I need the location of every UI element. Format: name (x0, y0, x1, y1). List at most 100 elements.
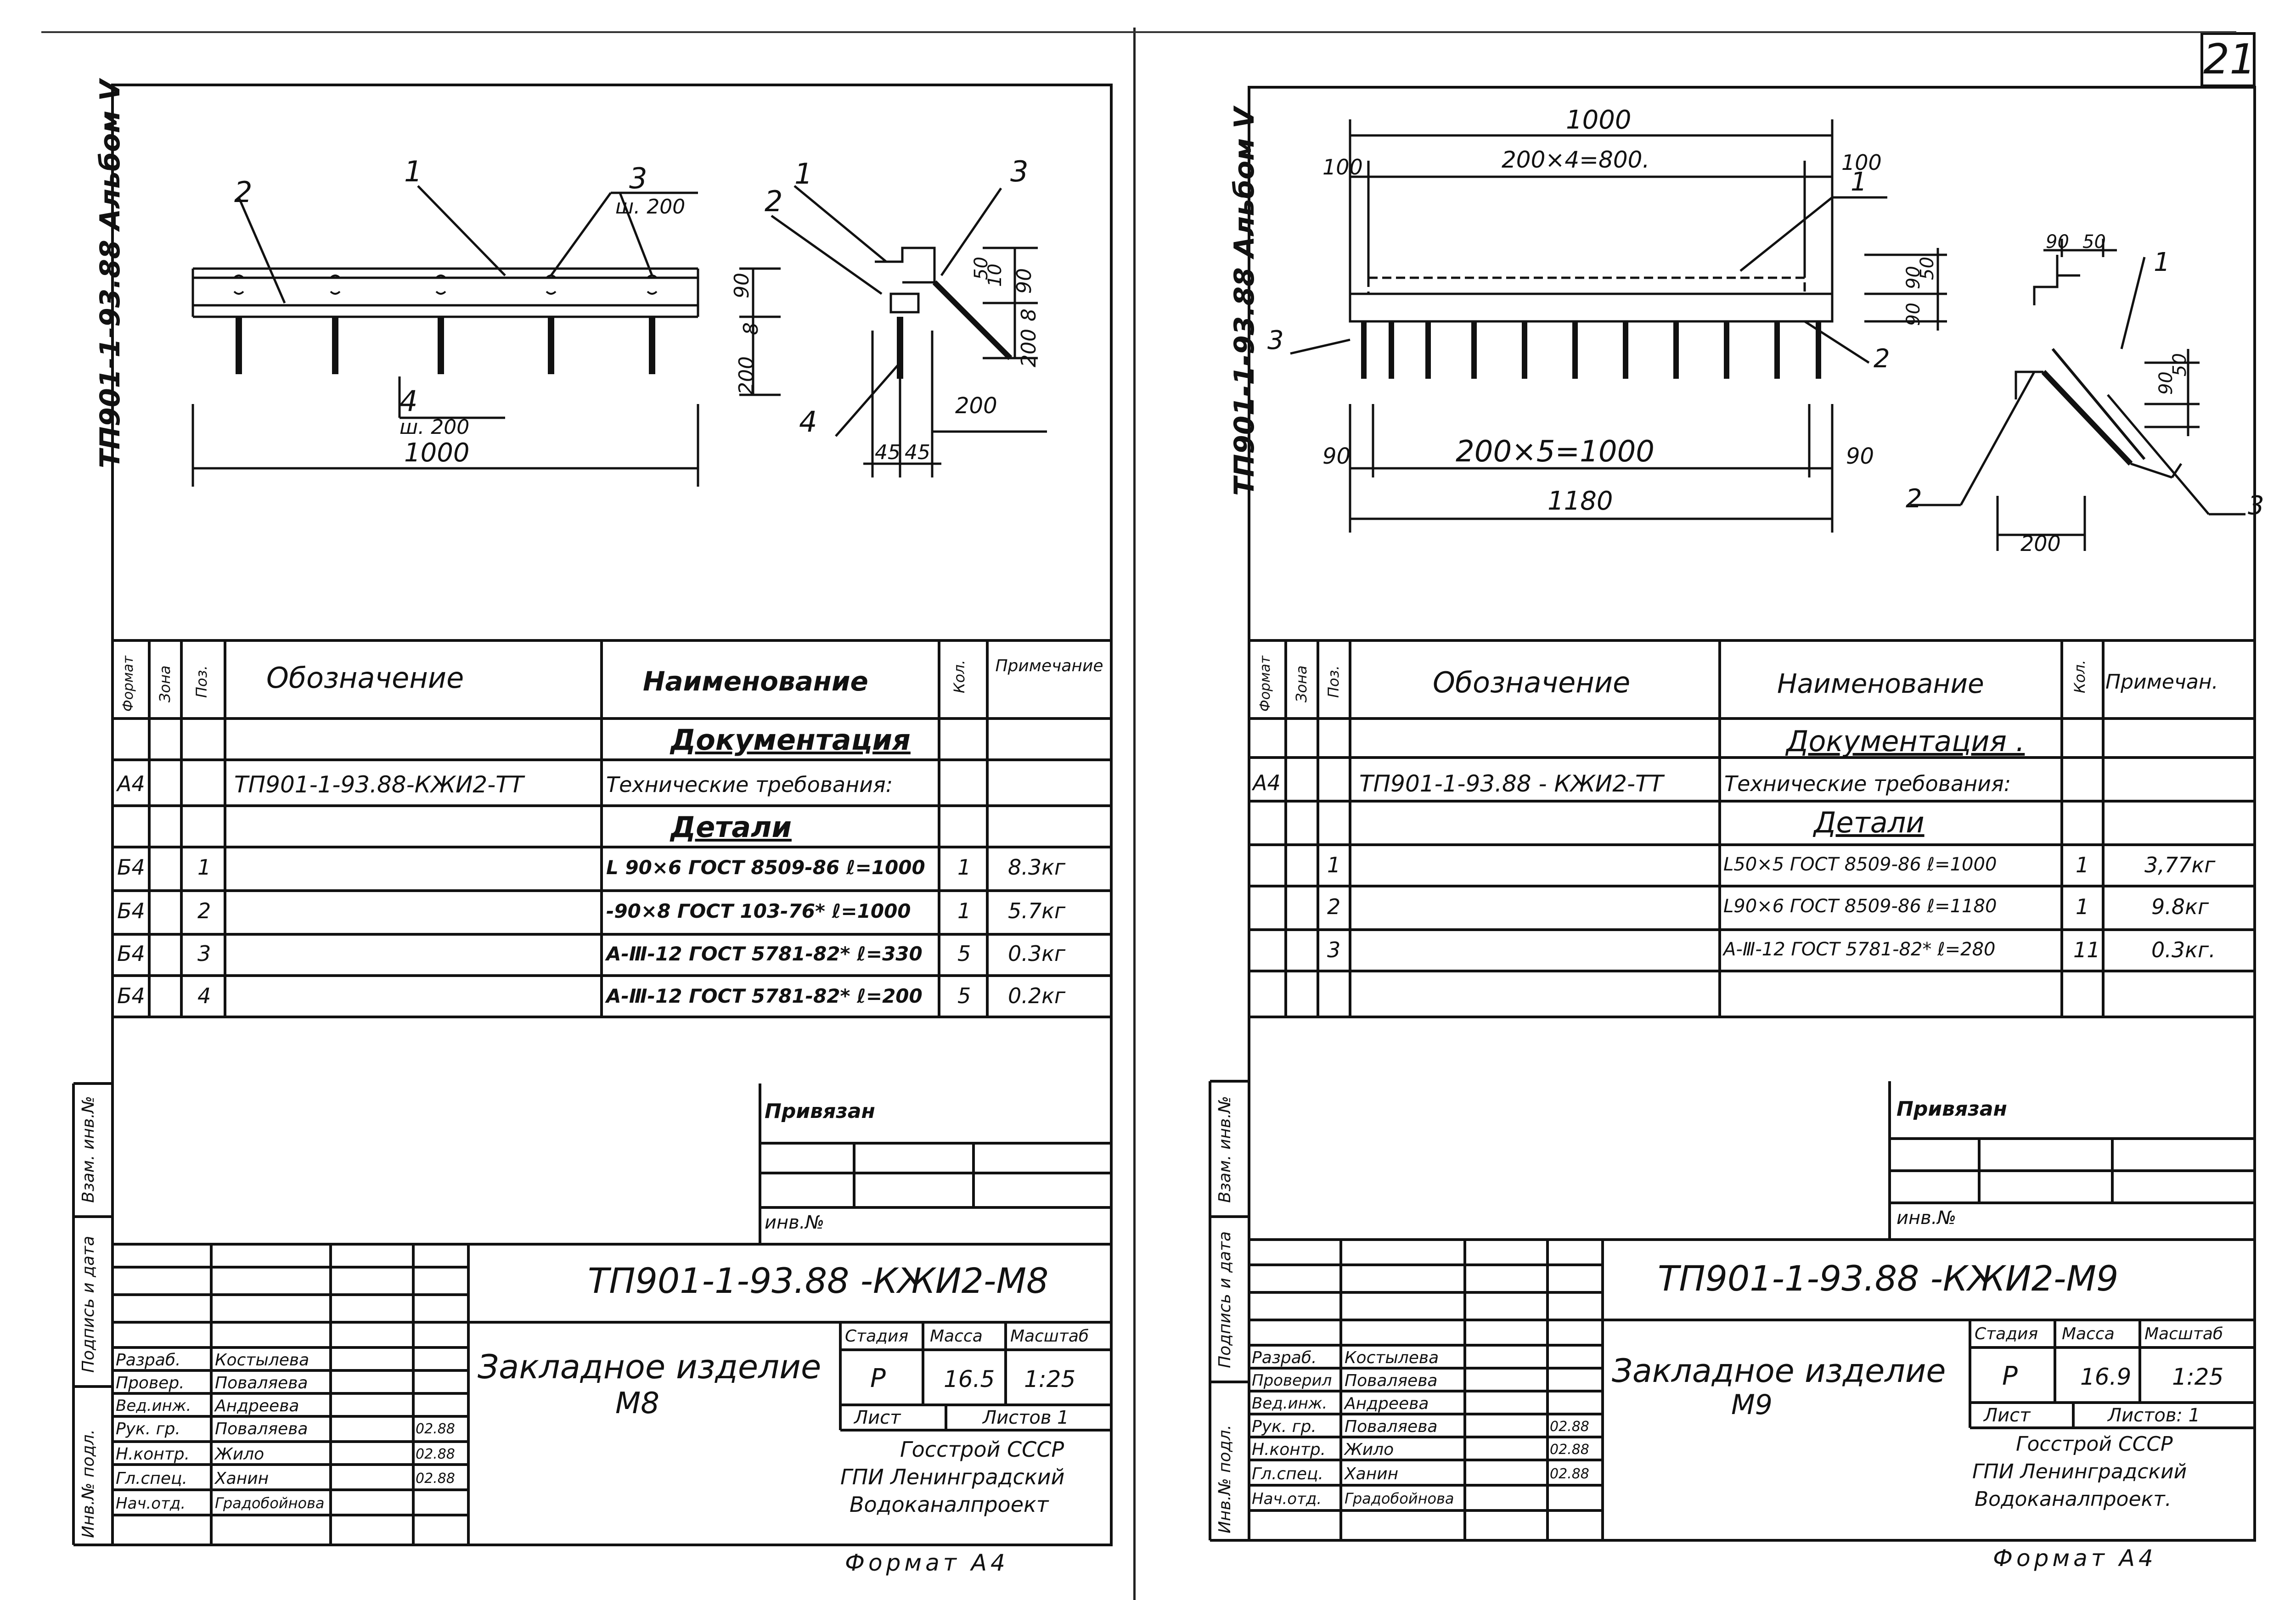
doc-code-m8: ТП901-1-93.88 -КЖИ2-М8 (588, 1260, 1049, 1301)
staff-role: Рук. гр. (116, 1420, 180, 1438)
row-name: А-Ⅲ-12 ГОСТ 5781-82* ℓ=280 (1723, 939, 1996, 960)
staff-role: Проверил (1252, 1371, 1332, 1390)
hdr-stage-m9: Стадия (1975, 1325, 2038, 1343)
col-header-designation: Обозначение (266, 661, 464, 695)
row-qty: 1 (2076, 894, 2089, 919)
row-name: А-Ⅲ-12 ГОСТ 5781-82* ℓ=330 (606, 943, 923, 965)
row-format: Б4 (117, 941, 145, 966)
staff-date: 02.88 (416, 1471, 455, 1487)
row-qty: 1 (2076, 853, 2089, 877)
binding-inv-m8: инв.№ (765, 1212, 825, 1233)
dim-m8-sh200-a: ш. 200 (615, 195, 685, 219)
staff-role: Нач.отд. (116, 1494, 186, 1513)
section-docs-m9: Документация . (1786, 724, 2025, 758)
doc-code-m9: ТП901-1-93.88 -КЖИ2-М9 (1658, 1258, 2119, 1299)
row-qty: 1 (957, 855, 971, 880)
doc-row-format: А4 (1253, 770, 1281, 795)
sheets-label-m9: Листов: 1 (2108, 1405, 2200, 1426)
col-header-name: Наименование (643, 666, 868, 697)
row-name: А-Ⅲ-12 ГОСТ 5781-82* ℓ=200 (606, 985, 923, 1007)
staff-name: Андреева (215, 1397, 299, 1415)
col-header-zone: Зона (156, 665, 174, 702)
staff-role: Н.контр. (116, 1445, 190, 1464)
hdr-scale-m9: Масштаб (2144, 1325, 2223, 1343)
format-label-m8: Формат А4 (845, 1549, 1009, 1576)
staff-date: 02.88 (416, 1446, 455, 1462)
side-label-orig-inv: Инв.№ подл. (79, 1429, 98, 1538)
mass-m8: 16.5 (944, 1366, 995, 1392)
dim-m9-90e: 90 (2046, 231, 2069, 253)
sheet-m9-frame: 1000 100 200×4=800. 100 1 3 2 90 50 90 9… (1209, 86, 2264, 1542)
staff-name: Андреева (1345, 1394, 1429, 1413)
side-label-sign-date: Подпись и дата (1216, 1231, 1234, 1368)
row-pos: 2 (197, 898, 211, 923)
dim-m9-200x4: 200×4=800. (1502, 146, 1649, 173)
staff-name: Поваляева (1345, 1417, 1438, 1436)
page-number: 21 (2203, 35, 2256, 84)
row-name: L90×6 ГОСТ 8509-86 ℓ=1180 (1723, 896, 1997, 917)
row-format: Б4 (117, 898, 145, 923)
dim-m8-45b: 45 (905, 441, 930, 464)
row-format: Б4 (117, 855, 145, 880)
dim-m9-90d: 90 (1846, 444, 1874, 469)
center-divider (1133, 28, 1136, 1600)
dim-m8-200c: 200 (955, 393, 997, 419)
doc-row-name: Технические требования: (1724, 771, 2011, 796)
row-pos: 2 (1327, 894, 1341, 919)
org1-m8: Госстрой СССР (900, 1437, 1064, 1462)
dim-m9-50c: 50 (2169, 353, 2190, 376)
row-qty: 11 (2073, 938, 2100, 962)
staff-role: Разраб. (116, 1351, 181, 1370)
staff-name: Костылева (1345, 1348, 1439, 1367)
col-header-qty: Кол. (951, 660, 968, 693)
doc-row-format: А4 (117, 771, 145, 796)
binding-label-m9: Привязан (1896, 1097, 2007, 1121)
col-header-note: Примечание (995, 657, 1103, 675)
dim-m8-8b: 8 (1017, 309, 1041, 321)
dim-m8-10: 10 (985, 264, 1006, 287)
staff-role: Вед.инж. (1252, 1394, 1328, 1413)
row-pos: 1 (1327, 853, 1341, 877)
dim-m8-1000: 1000 (404, 438, 470, 468)
callout-m8-1: 1 (404, 155, 422, 188)
sheets-label-m8: Листов 1 (983, 1407, 1069, 1428)
dim-m8-50: 50 (971, 257, 992, 280)
hdr-scale-m8: Масштаб (1010, 1327, 1089, 1346)
row-note: 0.2кг (1008, 983, 1066, 1008)
sheet-m9: 1000 100 200×4=800. 100 1 3 2 90 50 90 9… (1134, 0, 2296, 1600)
staff-name: Ханин (215, 1469, 269, 1488)
dim-m9-100a: 100 (1322, 155, 1363, 180)
dim-m9-200: 200 (2020, 531, 2061, 556)
org3-m9: Водоканалпроект. (1975, 1488, 2172, 1511)
row-pos: 3 (1327, 938, 1341, 962)
row-name: L 90×6 ГОСТ 8509-86 ℓ=1000 (606, 856, 925, 879)
doc-row-designation: ТП901-1-93.88-КЖИ2-ТТ (234, 771, 524, 798)
callout-m8-2: 2 (234, 175, 252, 209)
row-name: -90×8 ГОСТ 103-76* ℓ=1000 (606, 900, 911, 922)
format-label-m9: Формат А4 (1993, 1545, 2157, 1572)
dim-m8-90: 90 (730, 273, 754, 298)
title-m9-line1: Закладное изделие (1612, 1352, 1946, 1390)
staff-date: 02.88 (1550, 1419, 1589, 1435)
callout-m9-s3: 3 (2248, 491, 2264, 521)
row-qty: 5 (957, 941, 971, 966)
staff-role: Н.контр. (1252, 1440, 1326, 1459)
stage-m9: Р (2002, 1361, 2018, 1391)
staff-name: Жило (215, 1445, 264, 1464)
scale-m9: 1:25 (2172, 1364, 2224, 1390)
sheet-label-m8: Лист (854, 1407, 901, 1428)
section-details-m9: Детали (1814, 806, 1925, 839)
top-edge-line (41, 31, 2236, 33)
col-header-format: Формат (120, 656, 136, 712)
staff-name: Ханин (1345, 1465, 1399, 1483)
callout-m9-2: 2 (1874, 344, 1890, 374)
dim-m9-90b: 90 (1903, 303, 1924, 326)
row-note: 0.3кг (1008, 941, 1066, 966)
title-m9-line2: М9 (1731, 1389, 1773, 1421)
org3-m8: Водоканалпроект (850, 1492, 1049, 1517)
col-header-pos: Поз. (1325, 665, 1342, 698)
side-label-replaced: Взам. инв.№ (79, 1096, 98, 1203)
dim-m8-8: 8 (739, 322, 763, 335)
callout-m9-s1: 1 (2154, 247, 2170, 277)
col-header-note: Примечан. (2105, 670, 2218, 694)
